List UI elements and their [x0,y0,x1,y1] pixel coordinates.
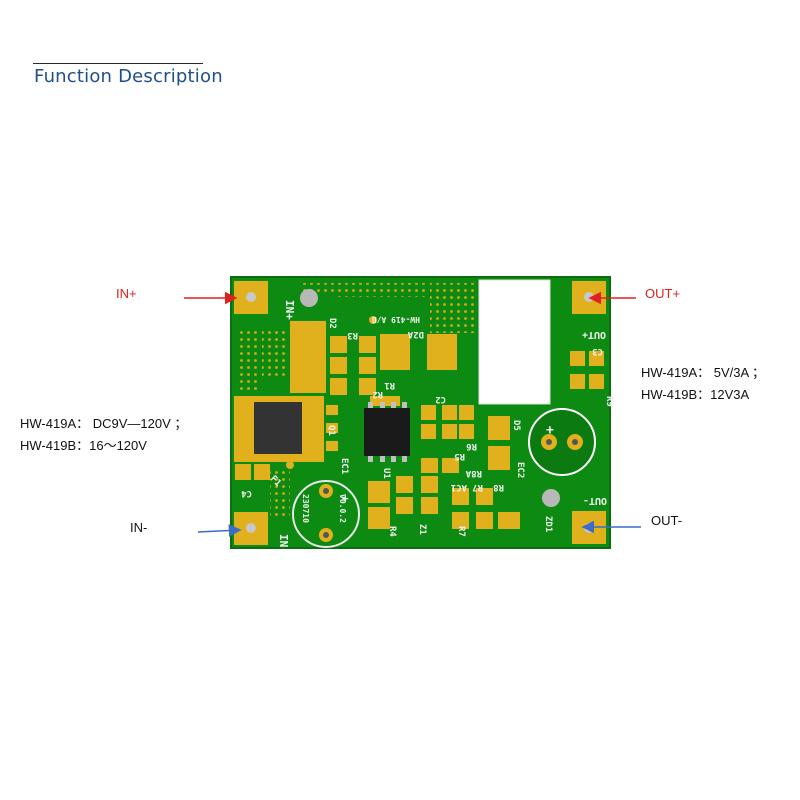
input-spec: HW-419A： DC9V—120V ； HW-419B：16～120V [20,413,187,457]
mount-hole [300,289,318,307]
ref-r8a: R8A [465,468,482,478]
via-field [270,470,290,520]
via-field [262,330,288,376]
silk-out-plus: OUT+ [582,329,606,340]
via-field [430,283,476,333]
ref-c4: C4 [241,488,252,498]
u1-pins [368,402,407,462]
output-spec-line-a: HW-419A： 5V/3A ； [641,365,766,380]
label-in-minus: IN- [130,520,148,535]
ref-r1: R1 [384,380,395,390]
page-title: Function Description [34,66,223,87]
ref-d2a: D2A [407,329,424,339]
arrow-in-minus [197,524,242,537]
pad-hole [246,292,256,302]
silk-refs: D2 R3 D2A R1 R2 C2 Q1 U1 R5 R6 D5 EC1 C4… [241,318,614,537]
d2a-pad [427,334,457,370]
ref-zd1: ZD1 [543,516,553,532]
diode-d2 [290,321,326,393]
d2a-pad [380,334,410,370]
q1-body [254,402,302,454]
pad-hole [246,523,256,533]
label-out-minus: OUT- [651,513,683,528]
ref-r9: R9 [604,396,614,407]
smd-pads [235,336,604,529]
ref-r6: R6 [466,441,477,451]
ec2-outline [528,408,596,476]
test-point [369,316,377,324]
label-out-plus: OUT+ [645,286,681,301]
inductor-block [478,279,551,405]
pad-hole [584,292,594,302]
test-point [286,461,294,469]
ref-c2: C2 [435,394,446,404]
silk-in-plus: IN+ [283,300,296,320]
ref-r7-lower: R7 [456,526,466,537]
u1-chip [364,408,410,456]
input-spec-line-a: HW-419A： DC9V—120V ； [20,416,188,431]
output-spec: HW-419A： 5V/3A ； HW-419B：12V3A [641,362,765,406]
ref-q1: Q1 [326,425,336,436]
ref-r4: R4 [387,526,397,537]
silk-model: HW-419 A/B [372,315,420,324]
ec1-outline [292,480,360,548]
ref-z1: Z1 [417,524,427,535]
ref-ac1: AC1 [451,482,467,492]
ref-r7: R7 [472,482,483,492]
label-in-plus: IN+ [116,286,137,301]
silk-date-code: 230710 [301,494,310,523]
silk-in-minus: IN- [277,534,290,554]
ec2-plus-mark: + [546,423,554,438]
ref-r2: R2 [372,389,383,399]
ref-r8: R8 [493,482,504,492]
ref-ec2: EC2 [515,462,525,478]
ref-r3: R3 [347,330,358,340]
ref-r5: R5 [454,451,465,461]
ref-c3: C3 [592,346,603,356]
silk-out-minus: OUT- [583,495,607,506]
ref-d5: D5 [511,420,521,431]
ref-u1: U1 [381,468,391,479]
output-spec-line-b: HW-419B：12V3A [641,387,750,402]
via-field [338,283,428,297]
ref-d2: D2 [327,318,337,329]
pad-hole [584,523,594,533]
ref-ec1: EC1 [339,458,349,474]
mount-hole [542,489,560,507]
silk-version: V0.0.2 [338,494,347,523]
via-field [236,330,258,390]
via-field [300,283,336,293]
title-rule [33,63,203,64]
input-spec-line-b: HW-419B：16～120V [20,438,147,453]
ec1-plus-mark: + [342,492,349,505]
